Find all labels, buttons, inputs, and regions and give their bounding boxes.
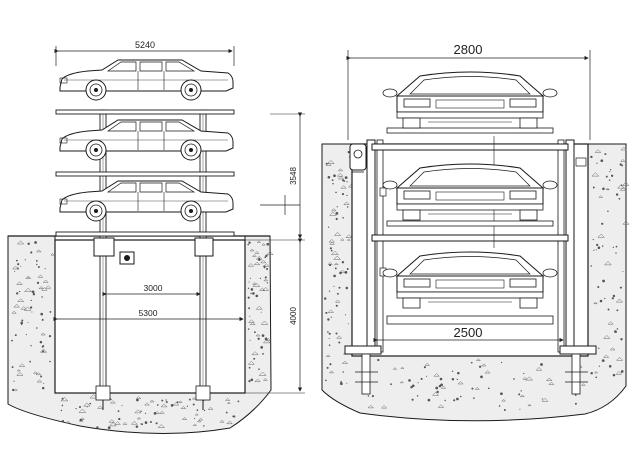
- car-side-bottom: [59, 180, 234, 222]
- car-side-top: [59, 59, 234, 101]
- dim-side-length: 5240: [135, 40, 155, 50]
- ground-texture: [11, 240, 274, 430]
- dim-post-spacing: 3000: [144, 283, 163, 293]
- side-view: 5240 3000 5300 3548 4000: [7, 40, 305, 435]
- dim-pit-length: 5300: [139, 308, 158, 318]
- side-ground: [7, 235, 272, 435]
- car-side-middle: [59, 119, 234, 161]
- dim-inner-width: 2500: [454, 325, 483, 340]
- car-front-top: [382, 71, 558, 129]
- dim-front-width: 2800: [454, 42, 483, 57]
- dim-lift-height: 3548: [289, 167, 298, 185]
- side-pit: [54, 239, 246, 394]
- front-ground: [321, 143, 627, 422]
- front-view: 2800 2500: [321, 42, 630, 422]
- dim-pit-depth: 4000: [289, 307, 298, 325]
